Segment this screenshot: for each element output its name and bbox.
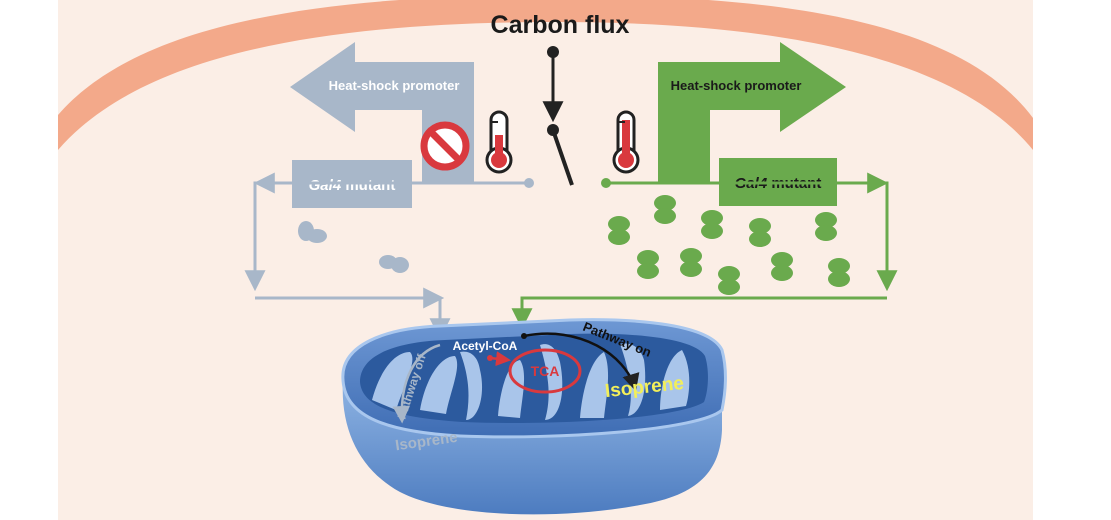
green-protein <box>654 195 676 224</box>
acetyl-to-tca-arrow <box>489 351 511 367</box>
right-thermometer-icon <box>612 110 640 174</box>
acetyl-coa-label: Acetyl-CoA <box>453 339 518 353</box>
green-protein <box>701 210 723 239</box>
pathway-on-arrow <box>523 332 640 392</box>
green-protein-group <box>608 195 850 295</box>
left-gal4-suffix: mutant <box>341 177 395 194</box>
left-gene-node <box>524 178 534 188</box>
green-protein <box>608 216 630 245</box>
tca-label: TCA <box>531 363 560 379</box>
right-gene-node <box>601 178 611 188</box>
mitochondrion: TCA Acetyl-CoA Pathway on Isoprene Pathw… <box>341 318 727 515</box>
green-protein <box>749 218 771 247</box>
pathway-off-arrow <box>392 343 441 424</box>
cell-membrane <box>58 0 1033 150</box>
diagram-title: Carbon flux <box>491 11 630 39</box>
green-protein <box>828 258 850 287</box>
tca-cycle <box>508 348 582 394</box>
switch-icon <box>542 46 574 186</box>
left-gal4-gene: Gal4 <box>309 177 342 194</box>
left-promoter-label: Heat-shock promoter <box>329 78 460 93</box>
left-thermometer-icon <box>485 110 513 174</box>
gray-protein <box>379 255 409 273</box>
left-feed-mito <box>255 296 451 340</box>
mito-cristae <box>372 343 690 420</box>
green-protein <box>771 252 793 281</box>
left-feed-down <box>244 181 266 292</box>
green-protein <box>637 250 659 279</box>
gray-protein <box>298 221 327 243</box>
prohibited-icon <box>420 121 470 171</box>
green-protein <box>718 266 740 295</box>
right-feed-down <box>876 181 898 292</box>
green-protein <box>815 212 837 241</box>
right-feed-mito <box>511 296 887 330</box>
gray-protein-group <box>298 221 409 273</box>
right-promoter-label: Heat-shock promoter <box>671 78 802 93</box>
right-promoter-arrow <box>658 42 846 183</box>
green-protein <box>680 248 702 277</box>
left-gal4-label: Gal4 mutant <box>309 177 396 194</box>
